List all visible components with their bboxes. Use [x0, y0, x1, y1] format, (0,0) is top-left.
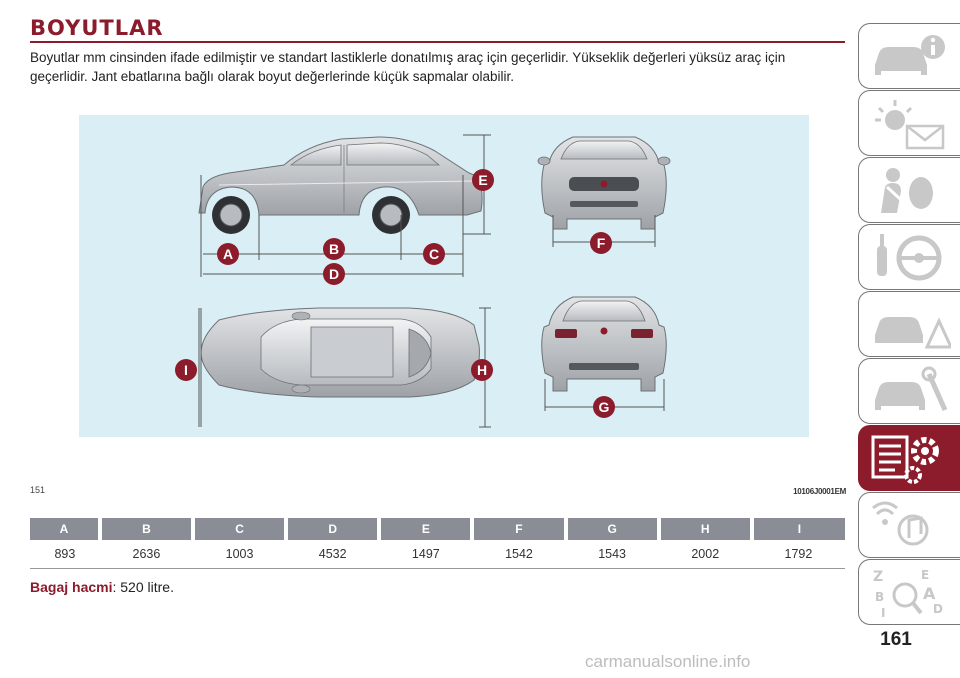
- table-header-cell: D: [286, 518, 382, 540]
- dimensions-diagram: A B C D E F G H: [175, 134, 671, 428]
- trunk-volume: Bagaj hacmi: 520 litre.: [30, 579, 174, 595]
- key-steering-icon: [877, 234, 942, 281]
- badge-f: F: [590, 232, 612, 254]
- intro-text: Boyutlar mm cinsinden ifade edilmiştir v…: [30, 50, 786, 84]
- badge-b-label: B: [329, 241, 339, 257]
- breakdown-icon: [875, 317, 951, 349]
- chapter-tab-maintenance[interactable]: [858, 358, 960, 424]
- warning-lights-icon: [875, 100, 945, 150]
- car-rear-view: [541, 296, 667, 392]
- chapter-tab-emergency[interactable]: [858, 291, 960, 357]
- chapter-tab-technical-data[interactable]: [858, 425, 960, 491]
- svg-text:Z: Z: [873, 569, 883, 585]
- badge-e-label: E: [478, 172, 487, 188]
- page-number: 161: [880, 629, 912, 650]
- table-cell: 1497: [379, 540, 473, 569]
- table-cell: 2002: [658, 540, 752, 569]
- badge-b: B: [323, 238, 345, 260]
- svg-text:I: I: [881, 606, 885, 619]
- table-cell: 893: [30, 540, 100, 569]
- table-header-cell: G: [565, 518, 661, 540]
- section-heading: BOYUTLAR: [30, 16, 845, 43]
- table-header-cell: I: [751, 518, 845, 540]
- table-cell: 2636: [99, 540, 193, 569]
- badge-i-label: I: [184, 362, 188, 378]
- badge-g-label: G: [599, 399, 610, 415]
- car-side-view: [198, 136, 483, 234]
- table-header-cell: H: [658, 518, 754, 540]
- badge-f-label: F: [597, 235, 606, 251]
- badge-a: A: [217, 243, 239, 265]
- table-row: 893 2636 1003 4532 1497 1542 1543 2002 1…: [30, 540, 845, 569]
- badge-g: G: [593, 396, 615, 418]
- badge-h-label: H: [477, 362, 487, 378]
- chapter-tab-safety[interactable]: [858, 157, 960, 223]
- table-header-cell: E: [379, 518, 475, 540]
- figure-number: 151: [30, 485, 46, 495]
- safety-airbag-icon: [881, 168, 933, 213]
- section-title: BOYUTLAR: [30, 16, 164, 40]
- dimensions-figure: A B C D E F G H: [79, 115, 809, 437]
- table-cell: 1542: [472, 540, 566, 569]
- chapter-tab-index[interactable]: Z E B A I D: [858, 559, 960, 625]
- svg-text:E: E: [921, 568, 929, 582]
- badge-c: C: [423, 243, 445, 265]
- table-header-row: A B C D E F G H I: [30, 518, 845, 540]
- table-header-cell: A: [30, 518, 102, 540]
- badge-d: D: [323, 263, 345, 285]
- watermark: carmanualsonline.info: [585, 652, 751, 671]
- multimedia-icon: [872, 501, 929, 546]
- chapter-tab-starting[interactable]: [858, 224, 960, 290]
- trunk-volume-value: : 520 litre.: [112, 579, 174, 595]
- title-rule: [30, 41, 845, 43]
- car-info-icon: [875, 35, 945, 75]
- index-icon: Z E B A I D: [873, 568, 943, 619]
- table-cell: 1003: [192, 540, 287, 569]
- svg-text:A: A: [923, 584, 936, 603]
- table-header-cell: C: [192, 518, 289, 540]
- badge-i: I: [175, 359, 197, 381]
- chapter-tab-car-info[interactable]: [858, 23, 960, 89]
- table-header-cell: B: [99, 518, 195, 540]
- technical-data-icon: [871, 435, 939, 484]
- car-service-icon: [875, 366, 948, 412]
- dimensions-table: A B C D E F G H I 893 2636 1003 4532 149…: [30, 518, 845, 569]
- badge-a-label: A: [223, 246, 233, 262]
- badge-d-label: D: [329, 266, 339, 282]
- car-top-view: [200, 307, 480, 398]
- figure-code: 10106J0001EM: [793, 487, 846, 496]
- table-header-cell: F: [472, 518, 568, 540]
- badge-e: E: [472, 169, 494, 191]
- trunk-volume-label: Bagaj hacmi: [30, 579, 113, 595]
- svg-text:B: B: [875, 590, 884, 604]
- car-front-view: [537, 136, 671, 230]
- table-cell: 1543: [565, 540, 659, 569]
- table-cell: 4532: [286, 540, 380, 569]
- badge-c-label: C: [429, 246, 439, 262]
- badge-h: H: [471, 359, 493, 381]
- svg-text:D: D: [933, 602, 943, 616]
- chapter-tab-warning-lights[interactable]: [858, 90, 960, 156]
- chapter-tab-multimedia[interactable]: [858, 492, 960, 558]
- table-cell: 1792: [751, 540, 845, 569]
